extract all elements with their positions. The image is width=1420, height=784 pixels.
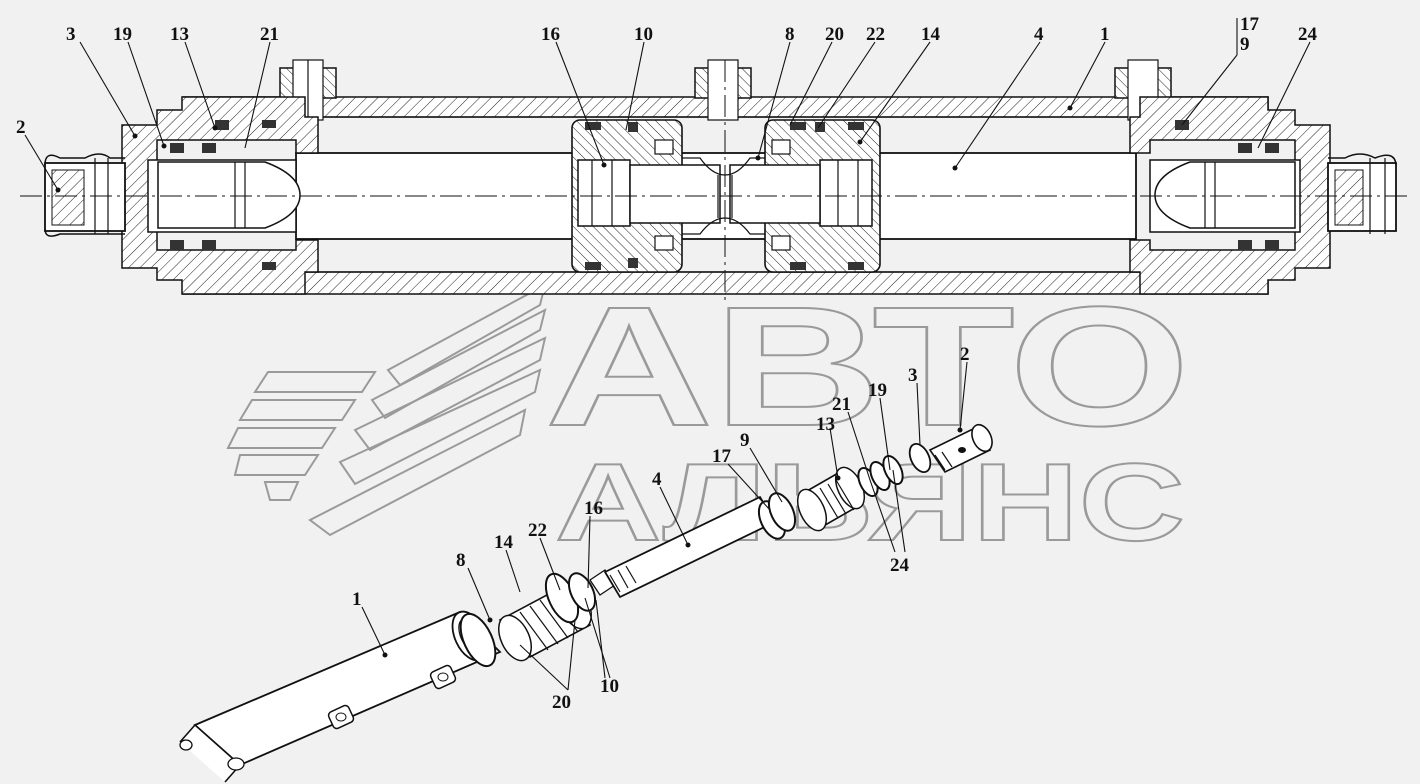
callout-exp-3: 3 (908, 365, 918, 386)
callout-exp-20: 20 (552, 692, 571, 713)
callout-exp-21: 21 (832, 394, 851, 415)
section-view: 3 19 13 21 16 10 8 20 22 14 4 1 17 9 24 … (16, 14, 1410, 305)
watermark-line1: АВТО (545, 272, 1190, 462)
exploded-leader-dots (382, 427, 963, 658)
callout-19: 19 (113, 24, 132, 45)
callout-9: 9 (1240, 34, 1250, 55)
callout-exp-17: 17 (712, 446, 732, 467)
section-leader-dots (55, 105, 1073, 193)
callout-10: 10 (634, 24, 653, 45)
callout-exp-4: 4 (652, 469, 662, 490)
gland-13 (796, 466, 866, 532)
callout-exp-22: 22 (528, 520, 547, 541)
callout-exp-24: 24 (890, 555, 910, 576)
seal-ring-8 (459, 612, 497, 668)
callout-17: 17 (1240, 14, 1260, 35)
port-fitting-center (694, 59, 752, 121)
callout-20: 20 (825, 24, 844, 45)
callout-exp-10: 10 (600, 676, 619, 697)
callout-exp-19: 19 (868, 380, 887, 401)
left-eye-end (44, 153, 126, 237)
wing-stripes-logo-icon (226, 283, 547, 537)
callout-3: 3 (66, 24, 76, 45)
callout-exp-13: 13 (816, 414, 835, 435)
callout-22: 22 (866, 24, 885, 45)
watermark: АВТО АЛЬЯНС (226, 271, 1191, 565)
watermark-line2: АЛЬЯНС (555, 441, 1185, 564)
callout-1: 1 (1100, 24, 1110, 45)
left-end-cap (121, 96, 319, 295)
eye-end-2 (928, 423, 993, 474)
callout-exp-9: 9 (740, 430, 750, 451)
callout-exp-16: 16 (584, 498, 603, 519)
exploded-view: 2 3 19 21 13 9 17 4 24 16 22 14 8 1 10 2… (179, 344, 993, 783)
exploded-leader-lines (361, 361, 968, 691)
callout-exp-14: 14 (494, 532, 514, 553)
cap-3 (908, 442, 932, 474)
callout-13: 13 (170, 24, 189, 45)
callout-exp-1: 1 (352, 589, 362, 610)
callout-4: 4 (1034, 24, 1044, 45)
callout-exp-2: 2 (960, 344, 970, 365)
callout-exp-8: 8 (456, 550, 466, 571)
right-eye-end (1327, 153, 1397, 234)
ring-9 (767, 492, 797, 532)
cylinder-body (179, 610, 502, 783)
section-leader-lines (24, 18, 1311, 191)
callout-14: 14 (921, 24, 941, 45)
callout-8: 8 (785, 24, 795, 45)
callout-2: 2 (16, 117, 26, 138)
callout-24: 24 (1298, 24, 1318, 45)
callout-16: 16 (541, 24, 560, 45)
callout-21: 21 (260, 24, 279, 45)
